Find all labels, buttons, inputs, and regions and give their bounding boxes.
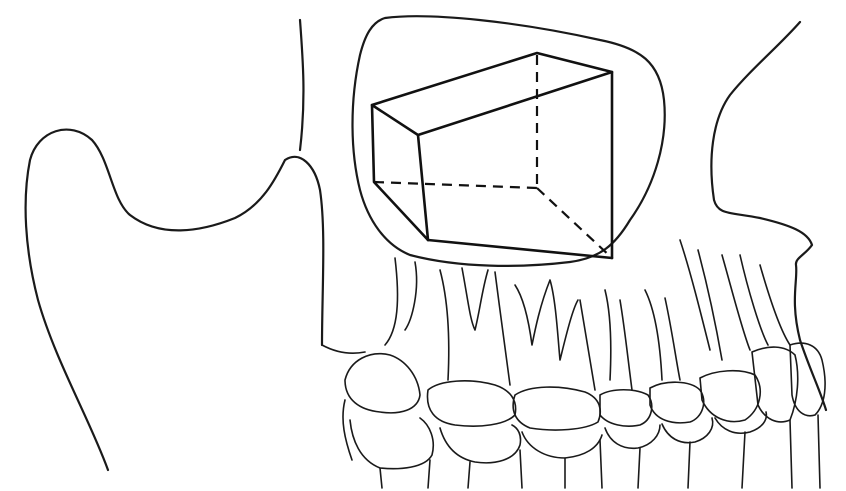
crown-molar-2 [427,381,515,426]
root-7 [580,300,595,390]
lower-roots [380,415,820,488]
root-6 [515,280,578,360]
root-10 [680,240,722,360]
root-9 [645,290,680,380]
anterior-maxilla-contour [711,22,826,410]
lower-crown-2 [440,425,521,463]
box-bottom-edge [428,240,612,258]
crown-premolar-1 [650,382,704,423]
lower-crown-4 [605,425,660,448]
box-front-edge [418,135,428,240]
alveolar-line [322,345,365,460]
crown-premolar-2 [600,390,652,426]
root-2 [405,262,417,330]
crown-incisor-central [790,343,825,416]
root-5 [495,272,510,385]
box-front-face [372,53,612,135]
root-1 [385,258,398,345]
sinus-box [372,53,612,258]
lower-crown-3 [522,432,602,458]
crown-molar-3 [345,354,420,413]
upper-tooth-crowns [345,343,825,430]
crown-molar-1 [513,387,600,430]
lower-tooth-crowns [350,412,820,488]
root-4 [462,268,488,330]
box-left-edge [372,105,428,240]
crown-canine [700,371,760,422]
lower-crown-1 [350,418,433,469]
root-3 [440,270,449,380]
mandible-ramus-outline [26,130,324,470]
posterior-vertical-line [300,20,303,150]
sinus-outline [353,16,665,266]
box-hidden-diagonal [537,188,612,258]
lower-crown-6 [715,412,766,433]
root-12 [760,265,790,345]
box-hidden-back [374,182,537,188]
root-8 [605,290,632,390]
